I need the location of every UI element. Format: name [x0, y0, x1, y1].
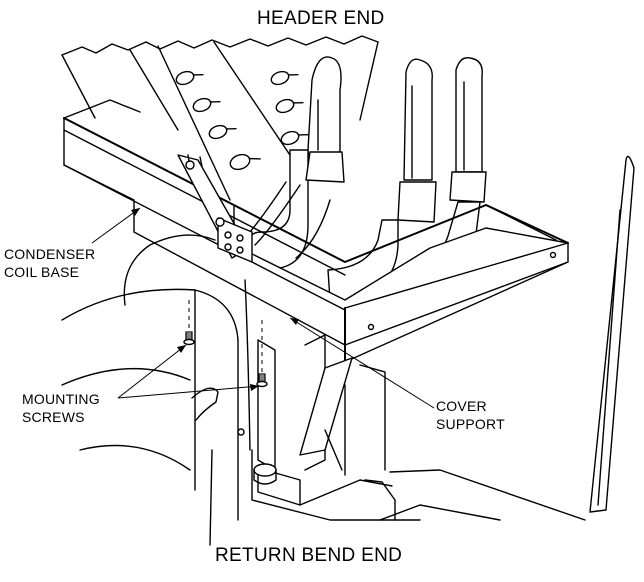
label-cover-support: COVER SUPPORT	[436, 397, 505, 433]
label-mounting-line-2: SCREWS	[22, 409, 85, 425]
label-mounting-screws: MOUNTING SCREWS	[22, 390, 100, 426]
alignment-dashes	[188, 300, 263, 372]
title-return-bend-end: RETURN BEND END	[215, 545, 403, 566]
mounting-screw-right	[256, 373, 268, 388]
label-cover-line-2: SUPPORT	[436, 416, 505, 432]
title-header-end: HEADER END	[257, 8, 385, 29]
coil-tube-holes	[175, 70, 309, 171]
fan-housing	[61, 234, 251, 546]
coil-top-sheet	[61, 35, 379, 201]
label-condenser-coil-base: CONDENSER COIL BASE	[4, 245, 95, 281]
cover-support-part	[237, 334, 386, 506]
label-cover-line-1: COVER	[436, 398, 487, 414]
label-condenser-line-2: COIL BASE	[4, 264, 80, 280]
side-panel-edge	[589, 155, 635, 513]
label-mounting-line-1: MOUNTING	[22, 391, 100, 407]
label-condenser-line-1: CONDENSER	[4, 246, 96, 262]
mounting-screw-left	[183, 331, 195, 346]
leader-condenser-coil-base	[91, 207, 141, 244]
mounting-bracket	[177, 154, 253, 263]
leader-mounting-screws	[117, 344, 260, 399]
leader-cover-support	[289, 317, 435, 409]
base-pan	[251, 449, 586, 521]
